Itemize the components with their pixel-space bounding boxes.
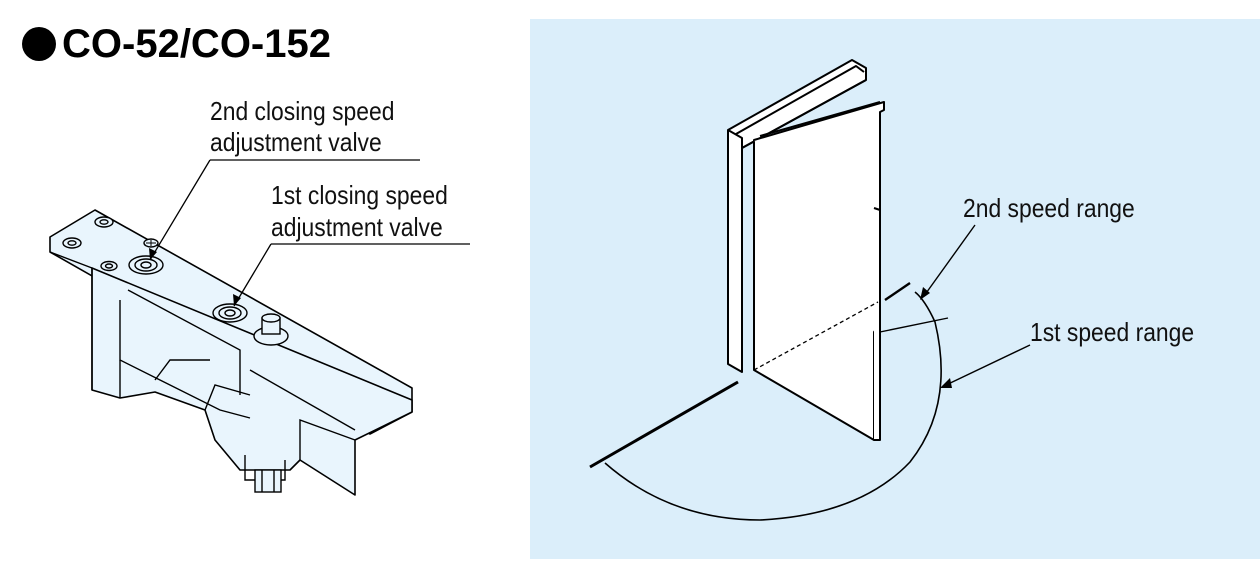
leader-arrowheads-left	[149, 248, 241, 306]
floor-line	[589, 380, 739, 469]
leader-lines-right	[923, 224, 1031, 387]
label-2nd-speed-range: 2nd speed range	[963, 193, 1135, 223]
bullet-icon	[22, 27, 56, 61]
valve-2nd-closing-speed	[128, 255, 164, 275]
door-frame	[727, 59, 867, 373]
door-dashed-edge	[753, 301, 879, 371]
mounting-holes	[62, 216, 159, 272]
label-1st-valve-line1: 1st closing speed	[271, 180, 448, 210]
leader-arrowheads-right	[920, 287, 952, 388]
label-1st-speed-range: 1st speed range	[1030, 317, 1195, 347]
stop-line	[884, 282, 911, 301]
door-leaf	[753, 101, 885, 441]
arm-hex-nut	[253, 313, 289, 346]
title-text: CO-52/CO-152	[62, 22, 331, 66]
label-1st-valve-line2: adjustment valve	[271, 212, 443, 242]
swing-arc	[604, 291, 942, 521]
label-2nd-valve-line1: 2nd closing speed	[210, 96, 395, 126]
range-divider	[879, 317, 949, 333]
bottom-bolt	[254, 469, 282, 493]
label-2nd-valve-line2: adjustment valve	[210, 127, 382, 157]
page-title: CO-52/CO-152	[22, 22, 331, 67]
valve-1st-closing-speed	[212, 303, 248, 323]
leader-lines-left	[149, 159, 470, 307]
door-diagram-panel	[530, 19, 1260, 559]
